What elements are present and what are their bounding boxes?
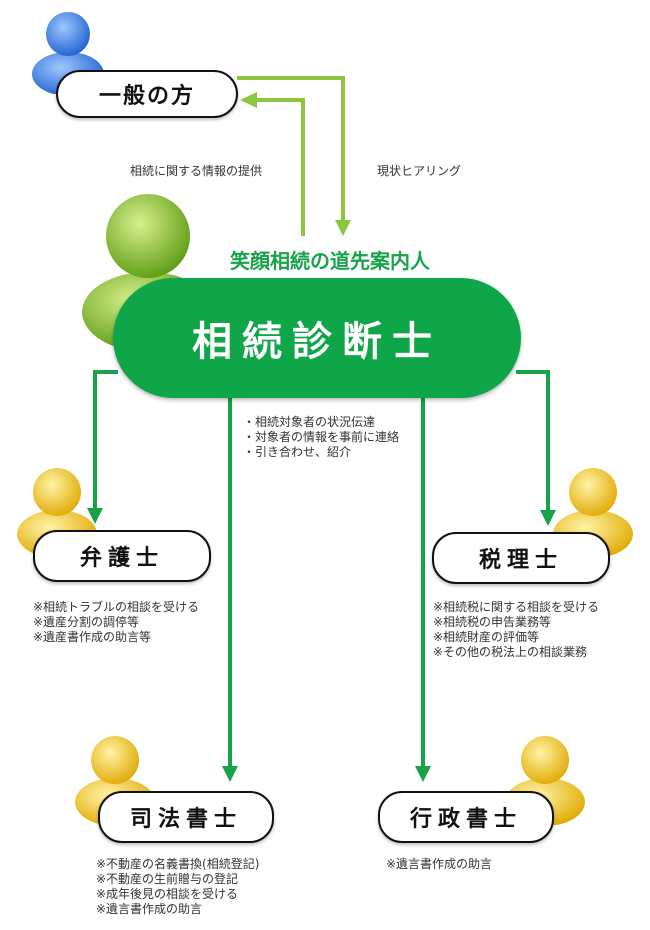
- gyoseishoshi-items: ※遺言書作成の助言: [386, 857, 492, 872]
- zeirishi-item: ※相続財産の評価等: [433, 630, 540, 644]
- info-provide-arrow: [240, 92, 305, 236]
- zeirishi-item: ※その他の税法上の相談業務: [433, 645, 588, 659]
- gyoseishoshi-label: 行政書士: [409, 807, 522, 832]
- zeirishi-box: 税理士: [432, 532, 610, 584]
- zeirishi-item: ※相続税の申告業務等: [433, 615, 552, 629]
- arrow-to-zeirishi: [516, 370, 556, 526]
- shihoshoshi-label: 司法書士: [129, 807, 242, 832]
- general-public-label: 一般の方: [98, 84, 195, 109]
- shihoshoshi-item: ※成年後見の相談を受ける: [96, 887, 239, 901]
- shihoshoshi-item: ※不動産の生前贈与の登記: [96, 872, 239, 886]
- arrow-to-shihoshoshi: [222, 398, 238, 782]
- shihoshoshi-item: ※不動産の名義書換(相続登記): [96, 857, 260, 871]
- center-subtitle: 笑顔相続の道先案内人: [230, 249, 430, 273]
- bengoshi-label: 弁護士: [79, 546, 164, 571]
- center-bullets: ・相続対象者の状況伝達 ・対象者の情報を事前に連絡 ・引き合わせ、紹介: [243, 415, 399, 460]
- zeirishi-item: ※相続税に関する相談を受ける: [433, 600, 600, 614]
- bengoshi-item: ※遺産書作成の助言等: [33, 630, 152, 644]
- souzoku-shindanshi-box: 相続診断士: [113, 278, 521, 398]
- arrow-to-gyoseishoshi: [415, 398, 431, 782]
- center-bullet: ・対象者の情報を事前に連絡: [243, 430, 400, 444]
- general-public-box: 一般の方: [56, 70, 238, 118]
- center-bullet: ・相続対象者の状況伝達: [243, 415, 376, 429]
- hearing-arrow: [237, 76, 351, 236]
- gyoseishoshi-item: ※遺言書作成の助言: [386, 857, 493, 871]
- arrow-to-bengoshi: [87, 370, 118, 524]
- hearing-label: 現状ヒアリング: [377, 164, 462, 178]
- bengoshi-items: ※相続トラブルの相談を受ける ※遺産分割の調停等 ※遺産書作成の助言等: [33, 600, 199, 645]
- gyoseishoshi-box: 行政書士: [378, 791, 554, 843]
- shihoshoshi-item: ※遺言書作成の助言: [96, 902, 203, 916]
- center-bullet: ・引き合わせ、紹介: [243, 445, 352, 459]
- shihoshoshi-box: 司法書士: [98, 791, 274, 843]
- bengoshi-item: ※相続トラブルの相談を受ける: [33, 600, 200, 614]
- zeirishi-label: 税理士: [478, 548, 563, 573]
- center-title: 相続診断士: [192, 319, 442, 365]
- bengoshi-box: 弁護士: [33, 530, 211, 582]
- zeirishi-items: ※相続税に関する相談を受ける ※相続税の申告業務等 ※相続財産の評価等 ※その他…: [433, 600, 599, 660]
- bengoshi-item: ※遺産分割の調停等: [33, 615, 140, 629]
- shihoshoshi-items: ※不動産の名義書換(相続登記) ※不動産の生前贈与の登記 ※成年後見の相談を受け…: [96, 857, 259, 917]
- info-provide-label: 相続に関する情報の提供: [130, 164, 263, 178]
